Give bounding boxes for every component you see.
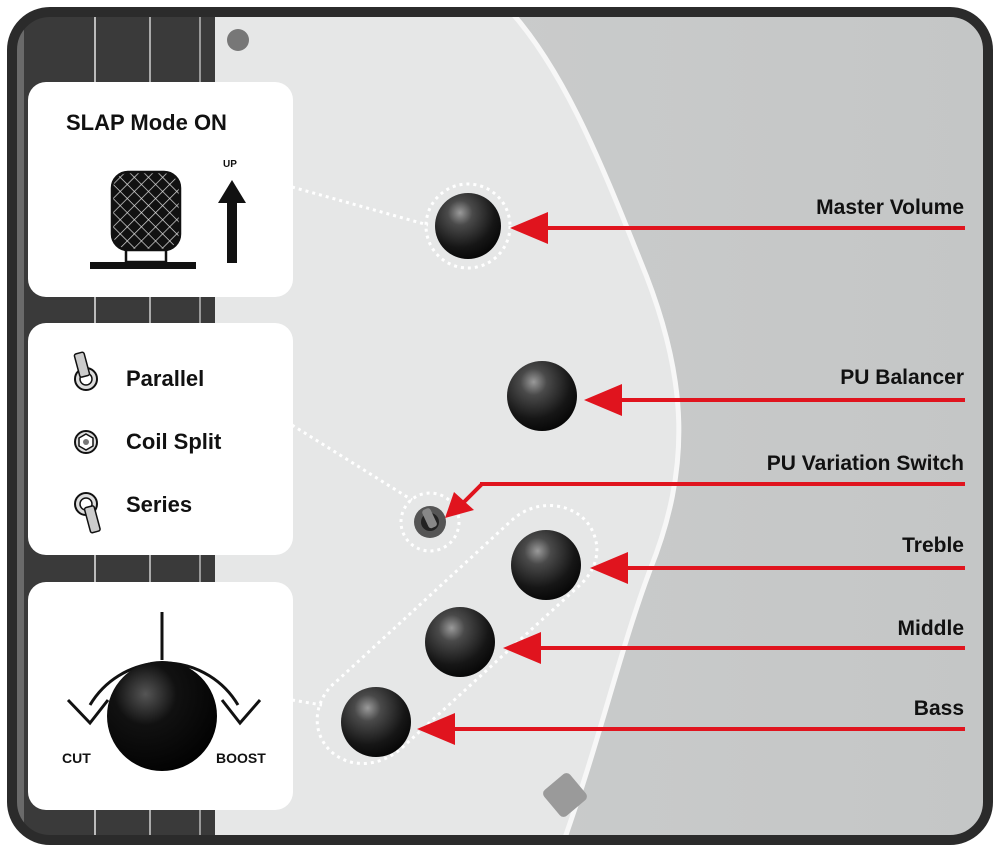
- knob-middle: [425, 607, 495, 677]
- label-bass: Bass: [914, 697, 964, 721]
- knob-treble: [511, 530, 581, 600]
- option-series: Series: [126, 492, 192, 518]
- label-pu-variation-switch: PU Variation Switch: [767, 452, 964, 476]
- up-label: UP: [223, 159, 237, 170]
- label-master-volume: Master Volume: [816, 196, 964, 220]
- cut-label: CUT: [62, 750, 91, 766]
- slap-mode-title: SLAP Mode ON: [66, 110, 227, 136]
- label-treble: Treble: [902, 534, 964, 558]
- toggle-center-icon: [75, 431, 97, 453]
- knob-bass: [341, 687, 411, 757]
- option-parallel: Parallel: [126, 366, 204, 392]
- option-coil-split: Coil Split: [126, 429, 221, 455]
- tone-knob-icon: [107, 661, 217, 771]
- toggle-pu-variation-switch: [414, 506, 446, 538]
- boost-label: BOOST: [216, 750, 266, 766]
- label-pu-balancer: PU Balancer: [840, 366, 964, 390]
- knob-master-volume: [435, 193, 501, 259]
- tone-panel: [28, 582, 293, 810]
- knob-pu-balancer: [507, 361, 577, 431]
- label-middle: Middle: [898, 617, 965, 641]
